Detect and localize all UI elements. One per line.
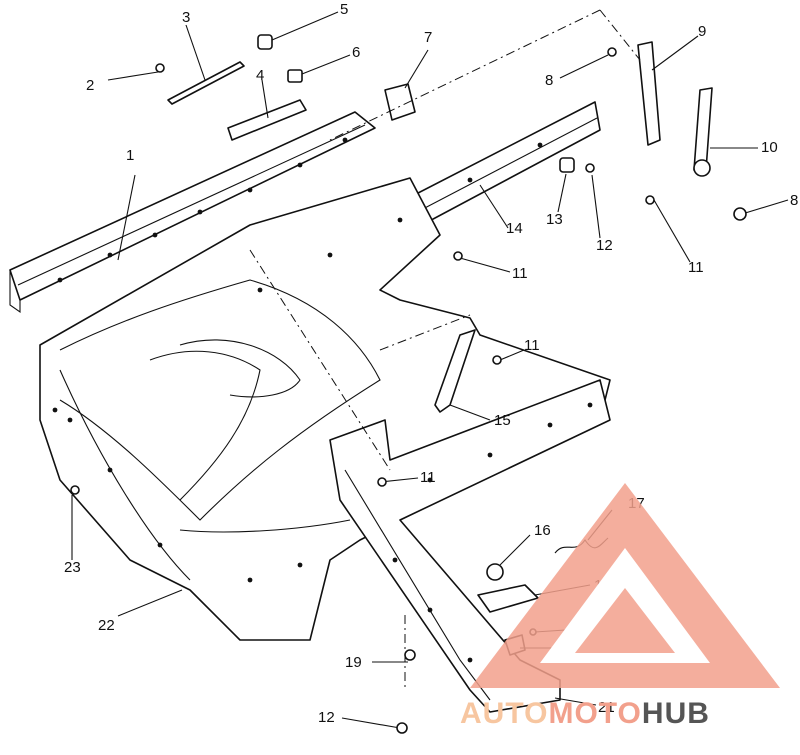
part-5-cap — [257, 34, 273, 50]
svg-text:AUTOMOTOHUB: AUTOMOTOHUB — [460, 697, 710, 728]
part-10-lever — [693, 87, 713, 171]
assembly-dashed-lines — [249, 9, 641, 690]
callout-5: 5 — [340, 1, 348, 18]
part-3-strip — [167, 61, 245, 105]
callout-3: 3 — [182, 9, 190, 26]
callout-23: 23 — [64, 559, 81, 576]
callout-22: 22 — [98, 617, 115, 634]
watermark-auto: AUTO — [460, 697, 548, 728]
callout-12a: 12 — [596, 237, 613, 254]
callout-9: 9 — [698, 23, 706, 40]
rivet-holes — [52, 137, 593, 663]
callout-13: 13 — [546, 211, 563, 228]
part-6-fastener — [287, 69, 303, 83]
fasteners — [70, 47, 747, 734]
callout-8a: 8 — [545, 72, 553, 89]
callout-2: 2 — [86, 77, 94, 94]
part-16-grommet — [486, 563, 504, 581]
callout-15: 15 — [494, 412, 511, 429]
callout-14: 14 — [506, 220, 523, 237]
warning-triangle-icon — [470, 483, 780, 688]
part-7-latch — [384, 83, 416, 121]
callout-11b: 11 — [512, 265, 528, 282]
callout-16: 16 — [534, 522, 551, 539]
callout-12b: 12 — [318, 709, 335, 726]
watermark-logo: AUTOMOTOHUB — [460, 483, 780, 730]
callout-4: 4 — [256, 67, 264, 84]
callout-11d: 11 — [420, 469, 436, 486]
part-4-pad — [227, 99, 307, 141]
callout-8b: 8 — [790, 192, 798, 209]
part-18-plate — [477, 584, 539, 613]
part-10-lever-knob — [693, 159, 711, 177]
leader-lines — [71, 11, 789, 729]
callout-11a: 11 — [688, 259, 704, 276]
callout-10: 10 — [761, 139, 778, 156]
callout-6: 6 — [352, 44, 360, 61]
callout-1: 1 — [126, 147, 134, 164]
watermark-hub: HUB — [642, 697, 710, 728]
callout-7: 7 — [424, 29, 432, 46]
part-15-bracket — [434, 329, 476, 413]
part-13-bushing — [559, 157, 575, 173]
part-9-bracket — [637, 41, 661, 146]
part-1-upper-rail — [9, 111, 376, 314]
callout-19b: 19 — [345, 654, 362, 671]
callout-11c: 11 — [524, 337, 540, 354]
watermark-moto: MOTO — [548, 697, 641, 728]
automotohub-watermark: AUTOMOTOHUB — [460, 478, 790, 733]
callout-21: 21 — [598, 699, 615, 716]
